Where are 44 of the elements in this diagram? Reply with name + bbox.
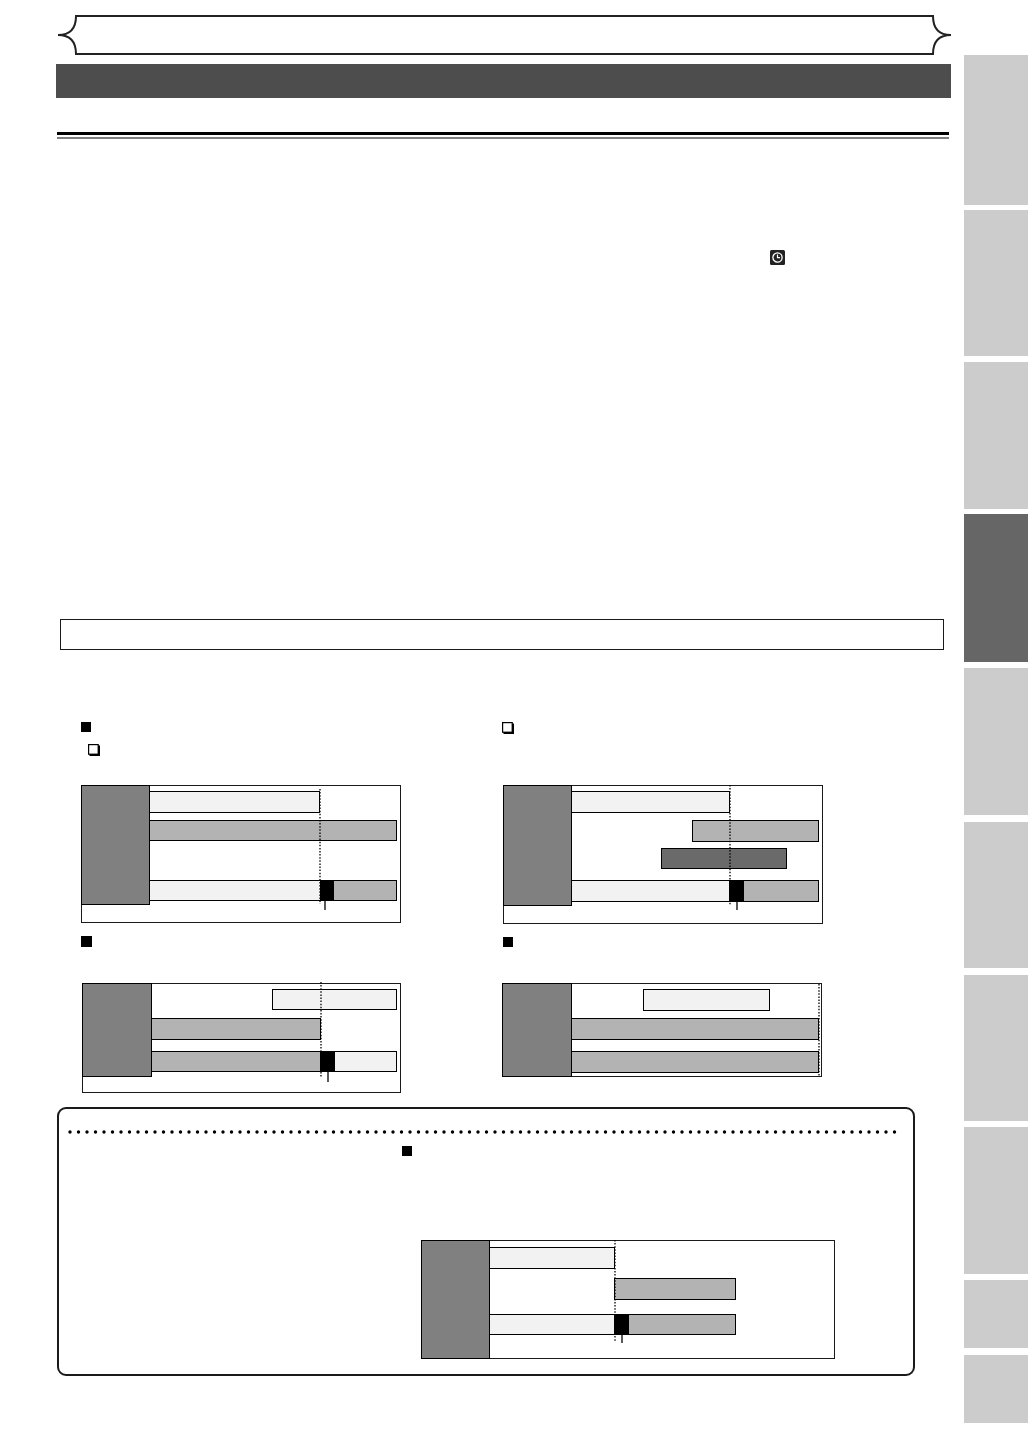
timeline-bar — [570, 790, 730, 813]
timeline-bar — [148, 879, 321, 901]
side-tab — [964, 514, 1028, 662]
timeline-bar — [691, 819, 819, 842]
side-tab — [964, 362, 1028, 509]
timeline-bar — [570, 1050, 819, 1073]
label-column — [81, 982, 152, 1077]
timeline-bar — [333, 1050, 397, 1072]
label-column — [502, 784, 572, 906]
timeline-bar — [488, 1313, 615, 1335]
timeline-bar — [271, 988, 397, 1010]
note-frame — [57, 1107, 915, 1376]
chart-frame — [502, 983, 822, 1077]
side-tab — [964, 1355, 1028, 1423]
timeline-bar — [488, 1246, 615, 1269]
timeline-bar — [148, 819, 397, 841]
side-tab — [964, 1280, 1028, 1348]
side-tab — [964, 210, 1028, 356]
timeline-bar — [332, 879, 397, 901]
chart-frame — [421, 1240, 835, 1359]
chart-frame — [503, 785, 823, 924]
timeline-bar — [742, 879, 819, 902]
timeline-bar — [642, 988, 770, 1011]
chart-frame — [82, 983, 401, 1093]
section-title-bar — [56, 64, 951, 98]
side-tab — [964, 975, 1028, 1121]
label-column — [501, 982, 572, 1077]
timeline-bar — [148, 790, 320, 813]
label-column — [420, 1239, 490, 1359]
side-tab — [964, 668, 1028, 815]
side-tab — [964, 55, 1028, 205]
side-tab — [964, 1127, 1028, 1274]
outlined-panel — [60, 619, 944, 650]
header-banner — [57, 15, 952, 55]
side-tab — [964, 822, 1028, 968]
chart-frame — [81, 785, 401, 923]
timeline-bar — [660, 847, 787, 869]
timeline-bar — [570, 1017, 819, 1040]
label-column — [80, 784, 150, 905]
timeline-bar — [150, 1017, 321, 1040]
timeline-bar — [150, 1050, 321, 1072]
timeline-bar — [613, 1277, 736, 1300]
timeline-bar — [627, 1313, 736, 1335]
timeline-bar — [570, 879, 730, 902]
